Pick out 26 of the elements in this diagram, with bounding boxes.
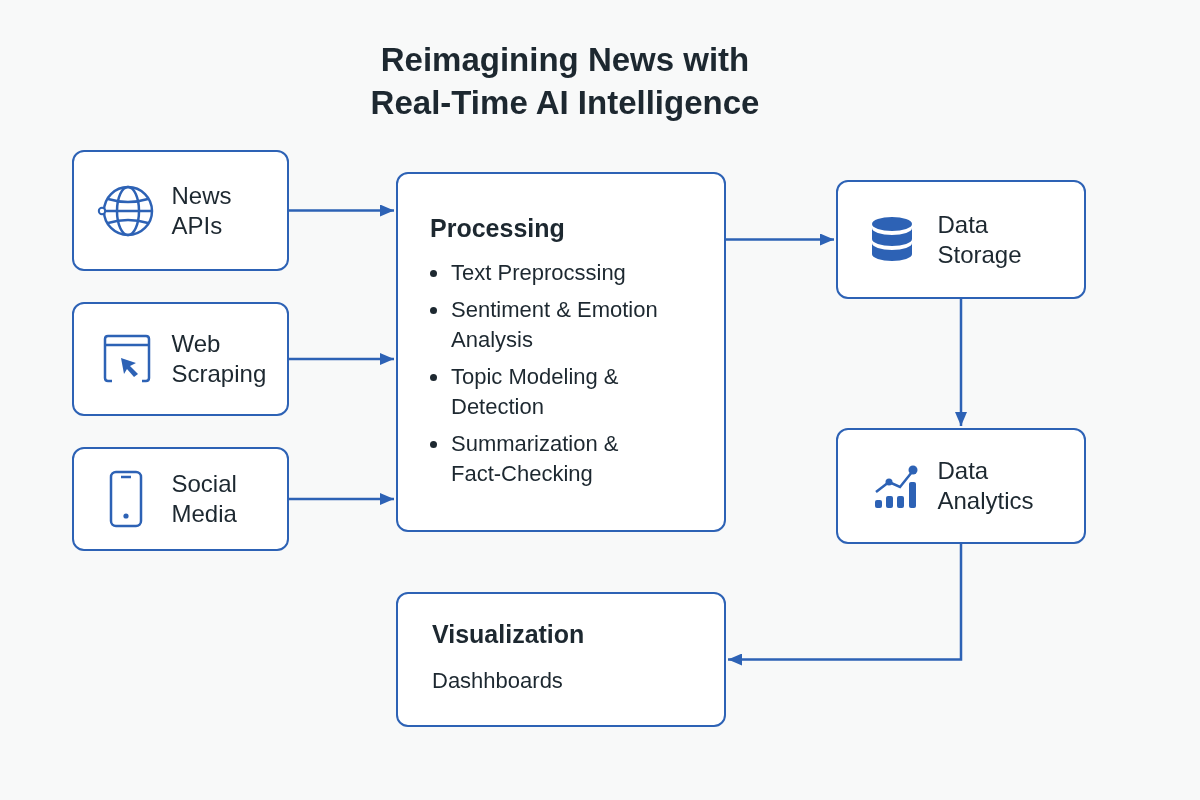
list-item: Sentiment & Emotion Analysis (451, 296, 659, 354)
arrow (289, 204, 394, 217)
source-box (72, 447, 289, 551)
process-box (396, 172, 726, 532)
storage-box (836, 180, 1086, 299)
node-label: Data Storage (937, 209, 1022, 270)
source-box (72, 150, 289, 271)
node-label: Social Media (171, 469, 237, 529)
list-item: Text Preprocssing (451, 259, 627, 287)
node-label: Data Analytics (937, 456, 1034, 516)
output-box (396, 592, 726, 727)
list-item: Topic Modeling & Detection (451, 363, 620, 421)
node-label: Web Scraping (171, 329, 267, 389)
arrow (289, 493, 394, 505)
arrow (289, 353, 394, 365)
node-label: News APIs (171, 180, 232, 241)
list-item: Summarization & Fact-Checking (451, 430, 620, 488)
box-heading: Processing (430, 213, 566, 243)
arrow (726, 233, 834, 246)
arrow (728, 544, 963, 666)
source-box (72, 302, 289, 416)
box-heading: Visualization (432, 619, 586, 649)
arrow (955, 299, 967, 426)
box-text: Dashhboards (432, 667, 564, 695)
title: Reimagining News with Real-Time AI Intelligence (369, 40, 761, 123)
analytics-box (836, 428, 1086, 544)
